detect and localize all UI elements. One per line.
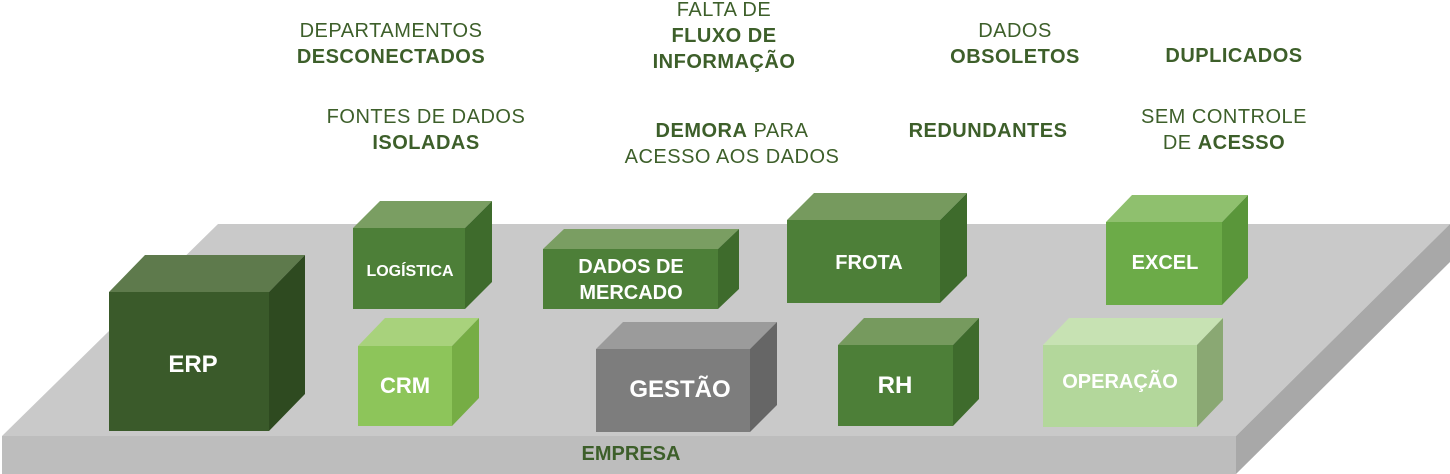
box-side [953, 318, 979, 426]
caption-line-bold: FLUXO DE [671, 25, 777, 47]
box-erp: ERP [109, 255, 305, 431]
box-front [543, 249, 718, 309]
caption-line-bold: DESCONECTADOS [296, 46, 486, 68]
box-label: OPERAÇÃO [1062, 370, 1178, 393]
box-side [718, 229, 739, 309]
box-label: GESTÃO [629, 375, 730, 403]
box-label: ERP [168, 351, 217, 378]
box-top [358, 318, 479, 346]
box-front [358, 346, 452, 426]
caption-line: DADOS [978, 20, 1052, 42]
box-side [269, 255, 305, 431]
box-top [596, 322, 777, 349]
caption-line: DEPARTAMENTOS [299, 20, 483, 42]
caption-line-bold: REDUNDANTES [908, 120, 1068, 142]
box-front [109, 292, 269, 431]
caption-line: FALTA DE [676, 0, 772, 21]
box-front [787, 220, 940, 303]
caption-line-bold: OBSOLETOS [950, 46, 1080, 68]
box-label: FROTA [835, 252, 902, 274]
caption-line: SEM CONTROLE [1140, 106, 1308, 128]
box-front [1106, 222, 1222, 305]
platform-side [1236, 224, 1450, 474]
box-label: RH [878, 372, 913, 399]
box-side [1197, 318, 1223, 427]
box-top [1106, 195, 1248, 222]
box-front [1043, 345, 1197, 427]
box-label-line2: MERCADO [579, 282, 682, 304]
box-top [543, 229, 739, 249]
caption-line: ACESSO AOS DADOS [624, 146, 840, 168]
box-side [465, 201, 492, 309]
platform-front [2, 436, 1236, 474]
box-side [1222, 195, 1248, 305]
caption-falta-fluxo-informacao: FALTA DE FLUXO DE INFORMAÇÃO [614, 0, 834, 75]
caption-line: DEMORA PARA [655, 120, 809, 142]
box-rh: RH [838, 318, 979, 426]
caption-dados-obsoletos: DADOS OBSOLETOS [915, 18, 1115, 70]
box-logistica: LOGÍSTICA [353, 201, 492, 309]
box-front [596, 349, 750, 432]
caption-duplicados: DUPLICADOS [1134, 43, 1334, 69]
caption-line-bold: ISOLADAS [372, 132, 480, 154]
caption-line-bold: INFORMAÇÃO [652, 51, 796, 73]
caption-sem-controle-acesso: SEM CONTROLE DE ACESSO [1124, 104, 1324, 156]
box-label: DADOS DE [578, 256, 684, 278]
box-side [452, 318, 479, 426]
caption-line-bold: DUPLICADOS [1165, 45, 1303, 67]
box-side [750, 322, 777, 432]
box-label: EXCEL [1132, 252, 1199, 274]
caption-departamentos-desconectados: DEPARTAMENTOS DESCONECTADOS [281, 18, 501, 70]
box-dados-de-mercado: DADOS DE MERCADO [543, 229, 739, 309]
caption-fontes-isoladas: FONTES DE DADOS ISOLADAS [316, 104, 536, 156]
box-label: CRM [380, 373, 430, 398]
platform-label: EMPRESA [582, 443, 681, 465]
box-top [838, 318, 979, 345]
box-gestao: GESTÃO [596, 322, 777, 432]
box-frota: FROTA [787, 193, 967, 303]
box-label: LOGÍSTICA [366, 261, 454, 280]
box-crm: CRM [358, 318, 479, 426]
box-top [353, 201, 492, 228]
box-top [109, 255, 305, 292]
box-front [353, 228, 465, 309]
box-top [787, 193, 967, 220]
caption-redundantes: REDUNDANTES [888, 118, 1088, 144]
box-top [1043, 318, 1223, 345]
box-front [838, 345, 953, 426]
box-excel: EXCEL [1106, 195, 1248, 305]
box-side [940, 193, 967, 303]
caption-line: FONTES DE DADOS [326, 106, 526, 128]
caption-line: DE ACESSO [1162, 132, 1286, 154]
box-operacao: OPERAÇÃO [1043, 318, 1223, 427]
caption-demora-acesso: DEMORA PARA ACESSO AOS DADOS [607, 118, 857, 170]
